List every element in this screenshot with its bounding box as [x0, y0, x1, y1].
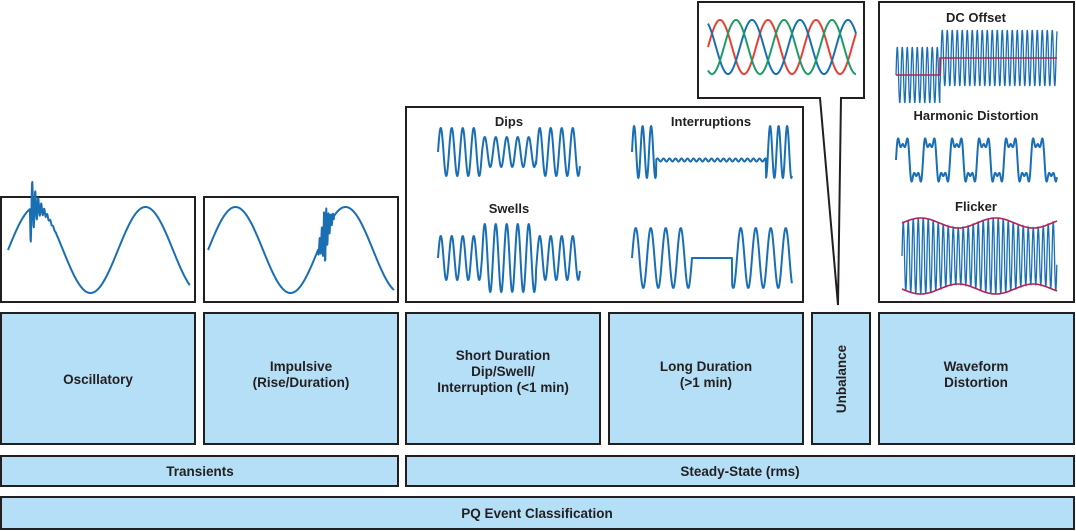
impulsive-label-line-2: (Rise/Duration): [253, 375, 350, 390]
unbalance-category: [811, 312, 871, 445]
dc-offset-level-line: [896, 57, 1057, 76]
short-long-duration-waveform-panel: [405, 106, 804, 303]
flicker-waveform: [901, 217, 1058, 295]
impulsive-label-line-1: Impulsive: [270, 359, 333, 374]
phase-a-waveform: [707, 19, 857, 75]
phase-b-waveform: [707, 19, 857, 75]
impulsive-waveform: [207, 206, 395, 294]
steady-state-label: Steady-State (rms): [680, 464, 799, 479]
long-duration-label-line-2: (>1 min): [680, 375, 732, 390]
flicker-envelope-bottom: [901, 283, 1058, 295]
transients-group: [0, 455, 399, 487]
swells-caption: Swells: [489, 201, 529, 216]
dc-offset-caption: DC Offset: [946, 10, 1007, 25]
pq-event-classification-root: [0, 496, 1075, 530]
unbalance-label: Unbalance: [834, 344, 849, 413]
oscillatory-label: Oscillatory: [63, 372, 133, 387]
dips-waveform: [437, 127, 581, 177]
short-duration-label-line-1: Short Duration: [456, 348, 551, 363]
short-duration-label-line-3: Interruption (<1 min): [437, 380, 569, 395]
unbalance-callout-panel: [697, 1, 865, 306]
long-duration-category: [608, 312, 804, 445]
short-duration-category: [405, 312, 601, 445]
oscillatory-category: [0, 312, 196, 445]
interruptions-caption: Interruptions: [671, 114, 751, 129]
dips-caption: Dips: [495, 114, 523, 129]
root-label: PQ Event Classification: [461, 506, 613, 521]
waveform-distortion-category: [878, 312, 1075, 445]
oscillatory-waveform: [7, 181, 191, 294]
interruptions-waveform: [631, 125, 793, 179]
waveform-distortion-label-line-2: Distortion: [944, 375, 1008, 390]
impulsive-category: [203, 312, 399, 445]
long-interruption-waveform: [631, 227, 793, 289]
flicker-envelope-top: [901, 217, 1058, 229]
waveform-distortion-label-line-1: Waveform: [944, 359, 1009, 374]
flicker-caption: Flicker: [955, 199, 997, 214]
transients-label: Transients: [166, 464, 234, 479]
dc-offset-waveform: [895, 29, 1058, 104]
short-duration-label-line-2: Dip/Swell/: [471, 364, 535, 379]
phase-c-waveform: [707, 19, 856, 75]
steady-state-group: [405, 455, 1075, 487]
harmonic-distortion-waveform: [895, 137, 1058, 183]
swells-waveform: [437, 223, 581, 293]
long-duration-label-line-1: Long Duration: [660, 359, 752, 374]
harmonic-distortion-caption: Harmonic Distortion: [914, 108, 1039, 123]
